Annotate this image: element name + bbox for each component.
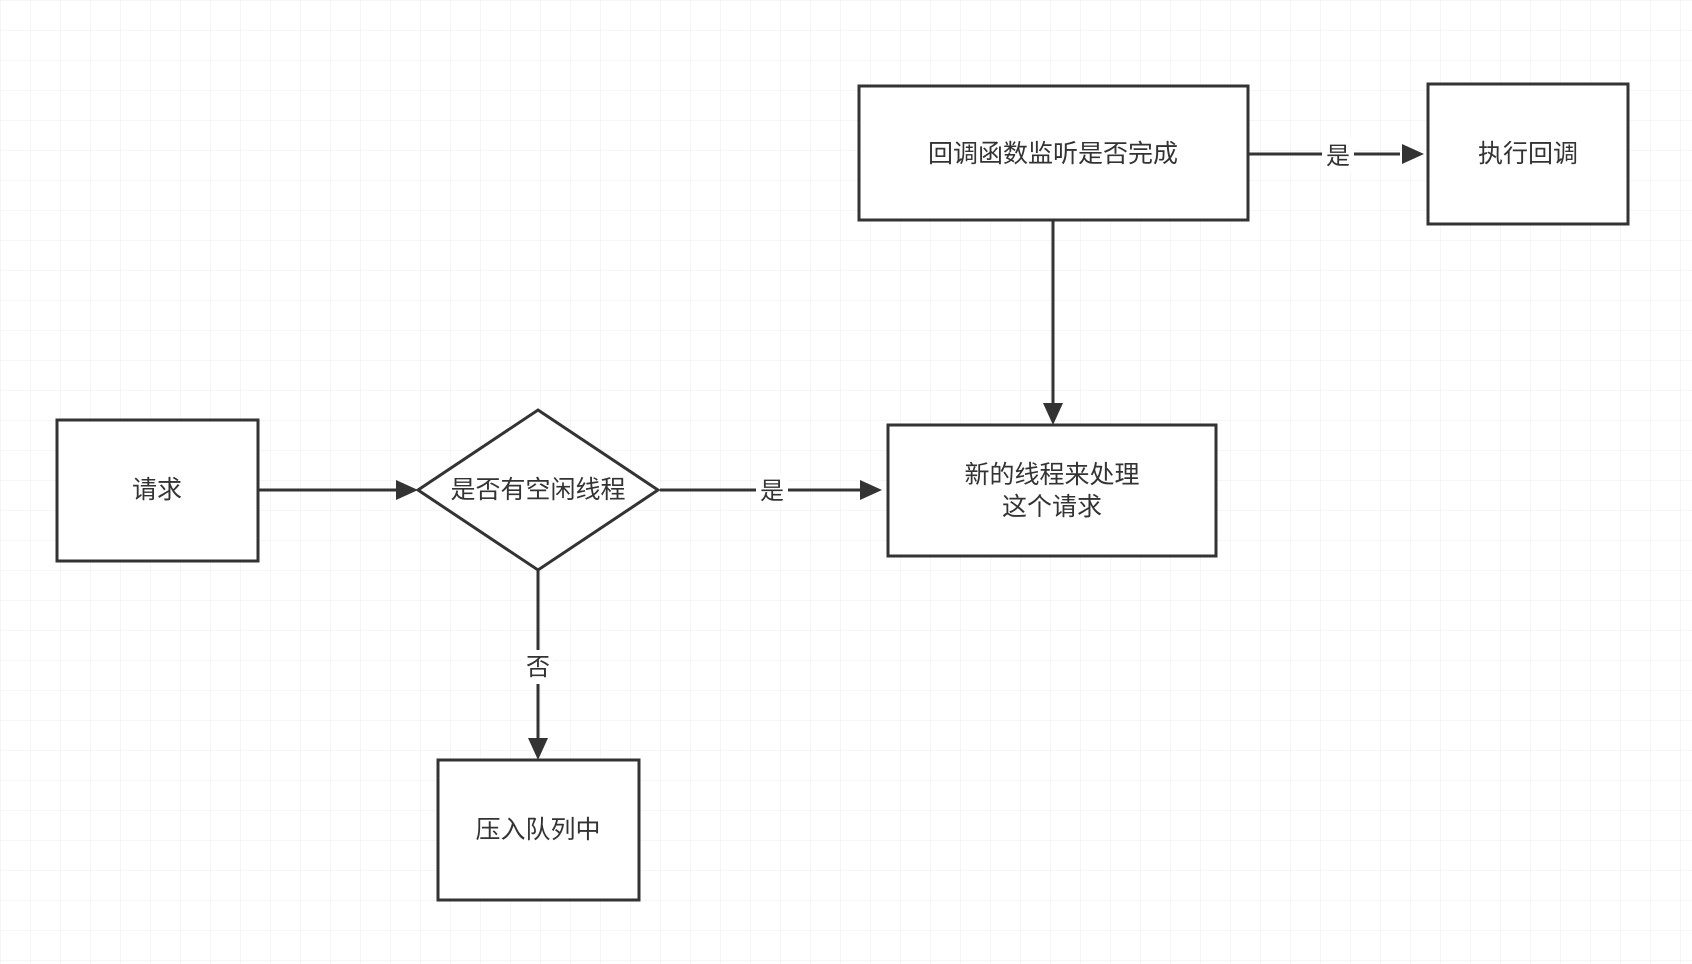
edge-callback-to-new-thread [1043, 220, 1063, 425]
edge-request-to-decision [258, 480, 418, 500]
edge-label-callback-yes: 是 [1326, 142, 1350, 170]
edge-label-idle-no: 否 [526, 653, 550, 681]
edge-decision-to-new-thread: 是 [660, 474, 882, 506]
node-idle-thread-decision[interactable]: 是否有空闲线程 [415, 408, 661, 572]
node-callback-monitor[interactable]: 回调函数监听是否完成 [857, 84, 1250, 222]
node-callback-monitor-label: 回调函数监听是否完成 [928, 139, 1178, 168]
node-execute-callback-label: 执行回调 [1478, 139, 1578, 168]
node-new-thread-label-line1: 新的线程来处理 [964, 460, 1139, 489]
edge-callback-to-execute: 是 [1248, 138, 1424, 172]
node-push-queue[interactable]: 压入队列中 [436, 758, 641, 902]
node-new-thread-label-line2: 这个请求 [1002, 492, 1102, 521]
node-push-queue-label: 压入队列中 [475, 815, 600, 844]
node-new-thread[interactable]: 新的线程来处理 这个请求 [886, 423, 1218, 558]
node-request-label: 请求 [132, 475, 182, 504]
node-execute-callback[interactable]: 执行回调 [1426, 82, 1630, 226]
node-request[interactable]: 请求 [55, 418, 260, 563]
edge-label-idle-yes: 是 [760, 477, 784, 505]
edge-decision-to-queue: 否 [522, 570, 554, 760]
node-idle-thread-label: 是否有空闲线程 [450, 475, 625, 504]
